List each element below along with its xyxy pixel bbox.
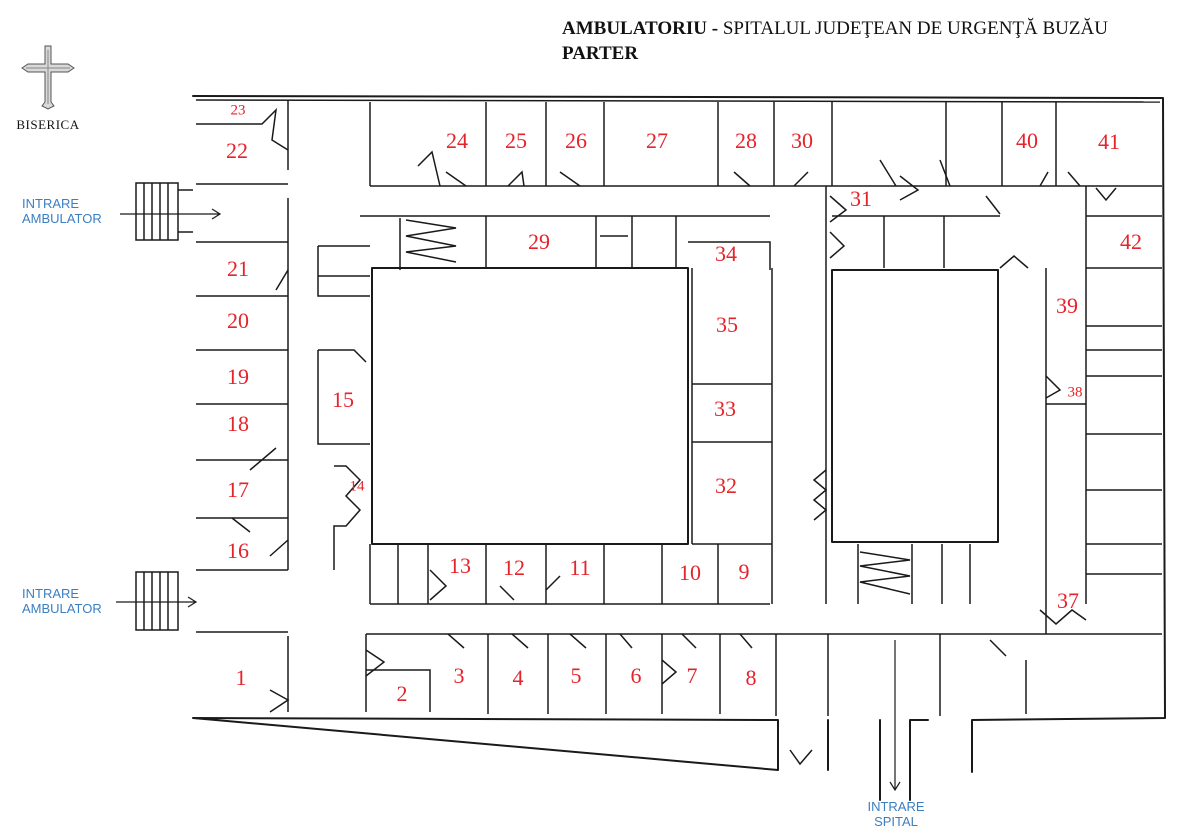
room-37-label: 37 [1057,588,1079,613]
arrow-entrance-hospital [889,640,901,792]
arrow-entrance-bottom [116,596,198,608]
room-24-label: 24 [446,128,468,153]
middle-column-walls [691,186,828,604]
outer-wall [192,95,1166,801]
room-42-label: 42 [1120,229,1142,254]
room-29-label: 29 [528,229,550,254]
room-16-label: 16 [227,538,249,563]
outer-wall-inner [195,99,1161,103]
top-wing-walls [369,102,1162,187]
room-19-label: 19 [227,364,249,389]
room-33-label: 33 [714,396,736,421]
church-landmark: BISERICA [8,44,88,133]
room-25-label: 25 [505,128,527,153]
upper-inner-walls [317,215,771,297]
room-13-label: 13 [449,553,471,578]
room-20-label: 20 [227,308,249,333]
floor-label: PARTER [562,43,639,64]
map-title: AMBULATORIU - SPITALUL JUDEŢEAN DE URGEN… [562,16,1108,66]
entrance-hospital-line1: INTRARE [867,799,925,814]
room-1-label: 1 [236,665,247,690]
room-39-label: 39 [1056,293,1078,318]
courtyard-left [371,267,689,545]
entrance-top-line2: AMBULATOR [22,211,102,226]
entrance-bottom-line1: INTRARE [22,586,80,601]
left-wing-walls [196,100,290,713]
room-15-label: 15 [332,387,354,412]
room-32-label: 32 [715,473,737,498]
room-6-label: 6 [631,663,642,688]
room-4-label: 4 [513,665,524,690]
room-12-label: 12 [503,555,525,580]
room-18-label: 18 [227,411,249,436]
church-label: BISERICA [16,117,80,132]
room-10-label: 10 [679,560,701,585]
courtyard-right [831,269,999,543]
right-wing-walls [939,186,1162,716]
room-8-label: 8 [746,665,757,690]
entrance-top-line1: INTRARE [22,196,80,211]
west-inner-walls [317,349,370,570]
room-23-label: 23 [231,102,246,118]
room-3-label: 3 [454,663,465,688]
room-30-label: 30 [791,128,813,153]
room-5-label: 5 [571,663,582,688]
room-35-label: 35 [716,312,738,337]
room-31-label: 31 [850,186,872,211]
title-bold: AMBULATORIU - [562,18,719,39]
room-2-label: 2 [397,681,408,706]
bottom-wing-walls [365,633,1162,766]
room-17-label: 17 [227,477,249,502]
room-11-label: 11 [569,555,590,580]
arrow-entrance-top [120,208,222,220]
room-27-label: 27 [646,128,668,153]
entrance-ambulator-top: INTRARE AMBULATOR [22,196,102,226]
room-22-label: 22 [226,138,248,163]
room-26-label: 26 [565,128,587,153]
room-14-label: 14 [350,478,366,494]
stairs-top [135,182,193,241]
entrance-bottom-line2: AMBULATOR [22,601,102,616]
entrance-hospital-line2: SPITAL [874,814,918,829]
room-21-label: 21 [227,256,249,281]
room-7-label: 7 [687,663,698,688]
cross-icon [21,45,75,110]
room-9-label: 9 [739,559,750,584]
lower-inner-walls [369,544,770,605]
room-28-label: 28 [735,128,757,153]
stairs-bottom [135,571,179,631]
title-rest: SPITALUL JUDEŢEAN DE URGENŢĂ BUZĂU [722,18,1108,39]
room-40-label: 40 [1016,128,1038,153]
room-38-label: 38 [1068,384,1083,400]
room-41-label: 41 [1098,129,1120,154]
room-34-label: 34 [715,241,737,266]
entrance-ambulator-bottom: INTRARE AMBULATOR [22,586,102,616]
junction-walls [829,175,1001,268]
entrance-hospital: INTRARE SPITAL [856,799,936,829]
lower-right-inner-walls [857,544,971,604]
